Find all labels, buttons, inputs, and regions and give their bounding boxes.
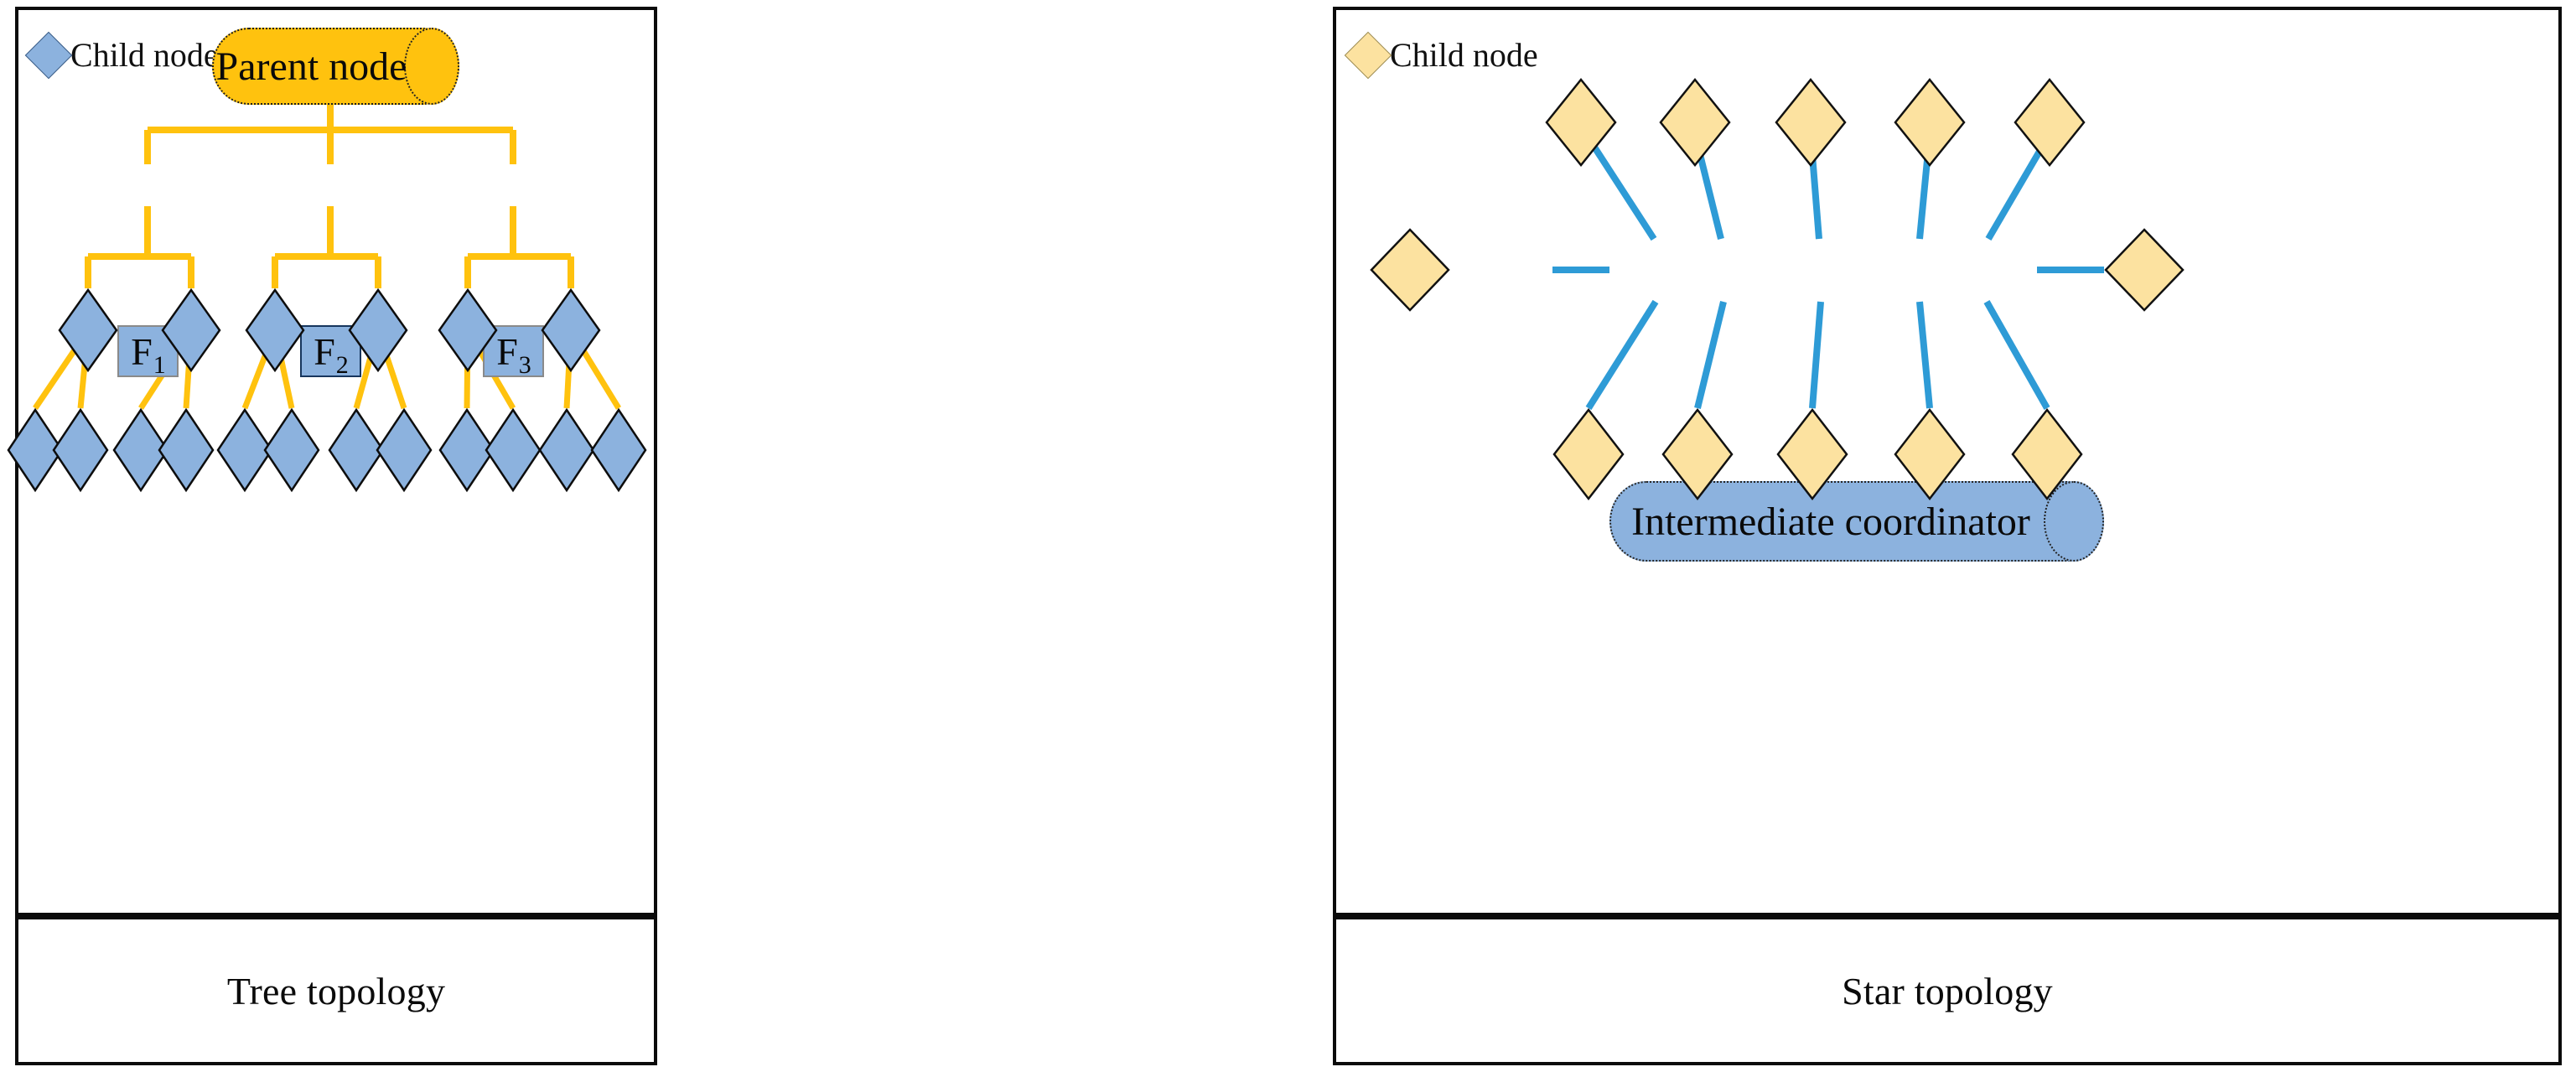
tree-node-l3-2[interactable]	[161, 287, 221, 373]
coordinator-cap-icon	[2044, 481, 2104, 562]
star-child-node[interactable]	[1552, 407, 1625, 501]
star-child-node[interactable]	[2011, 407, 2083, 501]
tree-caption-box: Tree topology	[15, 916, 657, 1065]
coordinator-label: Intermediate coordinator	[1631, 499, 2030, 544]
star-child-node[interactable]	[1545, 78, 1617, 167]
star-child-node[interactable]	[1776, 407, 1848, 501]
tree-leaf-node[interactable]	[112, 407, 169, 493]
star-caption-box: Star topology	[1333, 916, 2562, 1065]
tree-leaf-node[interactable]	[263, 407, 320, 493]
star-child-node[interactable]	[1661, 407, 1734, 501]
parent-node-label: Parent node	[215, 44, 407, 89]
legend-label: Child node	[1390, 36, 1538, 74]
legend-label: Child node	[70, 36, 219, 74]
tree-box-f1[interactable]: F1	[117, 325, 179, 379]
star-caption-label: Star topology	[1842, 969, 2053, 1012]
tree-leaf-node[interactable]	[485, 407, 542, 493]
tree-caption-label: Tree topology	[226, 969, 446, 1012]
tree-node-l3-5[interactable]	[438, 287, 498, 373]
tree-leaf-node[interactable]	[328, 407, 385, 493]
tree-leaf-node[interactable]	[7, 407, 64, 493]
star-child-node[interactable]	[1370, 228, 1450, 312]
star-child-node[interactable]	[1894, 78, 1966, 167]
star-child-node[interactable]	[1659, 78, 1731, 167]
tree-node-l3-3[interactable]	[245, 287, 305, 373]
tree-leaf-node[interactable]	[590, 407, 647, 493]
tree-box-f1-label: F1	[131, 329, 166, 379]
tree-node-l3-4[interactable]	[348, 287, 408, 373]
legend-diamond-icon	[1344, 31, 1392, 80]
coordinator-body	[1609, 481, 2104, 562]
star-child-node[interactable]	[1894, 407, 1966, 501]
star-child-node[interactable]	[2104, 228, 2185, 312]
legend-star: Child node	[1344, 31, 1538, 80]
tree-leaf-node[interactable]	[216, 407, 273, 493]
parent-node-cylinder[interactable]: Parent node	[212, 28, 459, 105]
tree-node-l3-1[interactable]	[58, 287, 118, 373]
legend-diamond-icon	[24, 31, 73, 80]
tree-box-f3-label: F3	[496, 329, 531, 379]
tree-leaf-node[interactable]	[438, 407, 495, 493]
intermediate-coordinator-cylinder[interactable]: Intermediate coordinator	[1609, 481, 2104, 562]
legend-tree: Child node	[24, 31, 219, 80]
tree-leaf-node[interactable]	[538, 407, 595, 493]
star-child-node[interactable]	[1775, 78, 1847, 167]
tree-leaf-node[interactable]	[376, 407, 433, 493]
parent-node-cap-icon	[404, 28, 459, 105]
tree-box-f2[interactable]: F2	[300, 325, 361, 379]
star-child-node[interactable]	[2014, 78, 2086, 167]
tree-leaf-node[interactable]	[158, 407, 215, 493]
tree-leaf-node[interactable]	[52, 407, 109, 493]
tree-node-l3-6[interactable]	[541, 287, 601, 373]
tree-box-f2-label: F2	[314, 329, 349, 379]
